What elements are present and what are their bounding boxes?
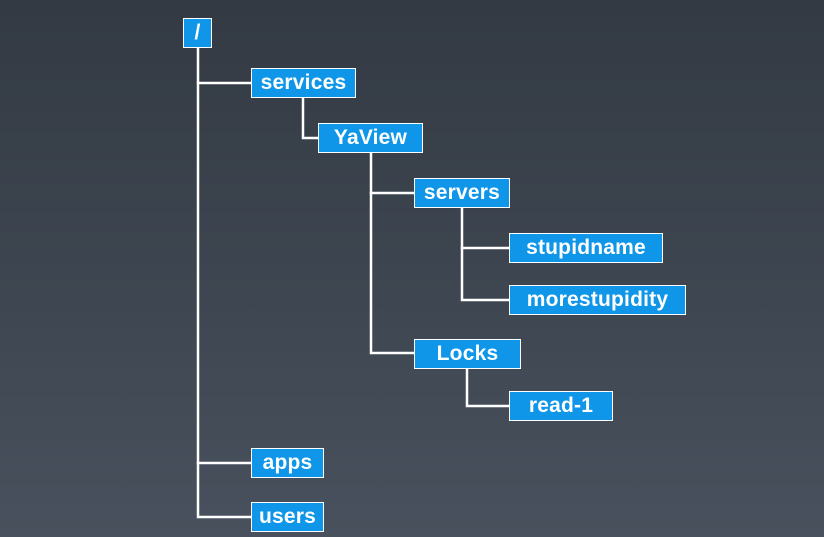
node-read-1[interactable]: read-1 — [509, 391, 613, 421]
node-root[interactable]: / — [183, 18, 212, 48]
connector-services-yaview — [301, 96, 320, 140]
node-services[interactable]: services — [251, 68, 356, 98]
node-users[interactable]: users — [251, 502, 324, 532]
node-stupidname[interactable]: stupidname — [509, 233, 663, 263]
connector-root-trunk — [196, 46, 253, 519]
node-servers[interactable]: servers — [414, 178, 510, 208]
node-apps[interactable]: apps — [251, 448, 324, 478]
connector-servers-trunk — [460, 206, 511, 302]
connector-locks-read1 — [465, 367, 511, 408]
node-morestupidity[interactable]: morestupidity — [509, 285, 686, 315]
node-yaview[interactable]: YaView — [318, 123, 423, 153]
node-locks[interactable]: Locks — [414, 339, 521, 369]
connector-yaview-trunk — [369, 151, 416, 355]
